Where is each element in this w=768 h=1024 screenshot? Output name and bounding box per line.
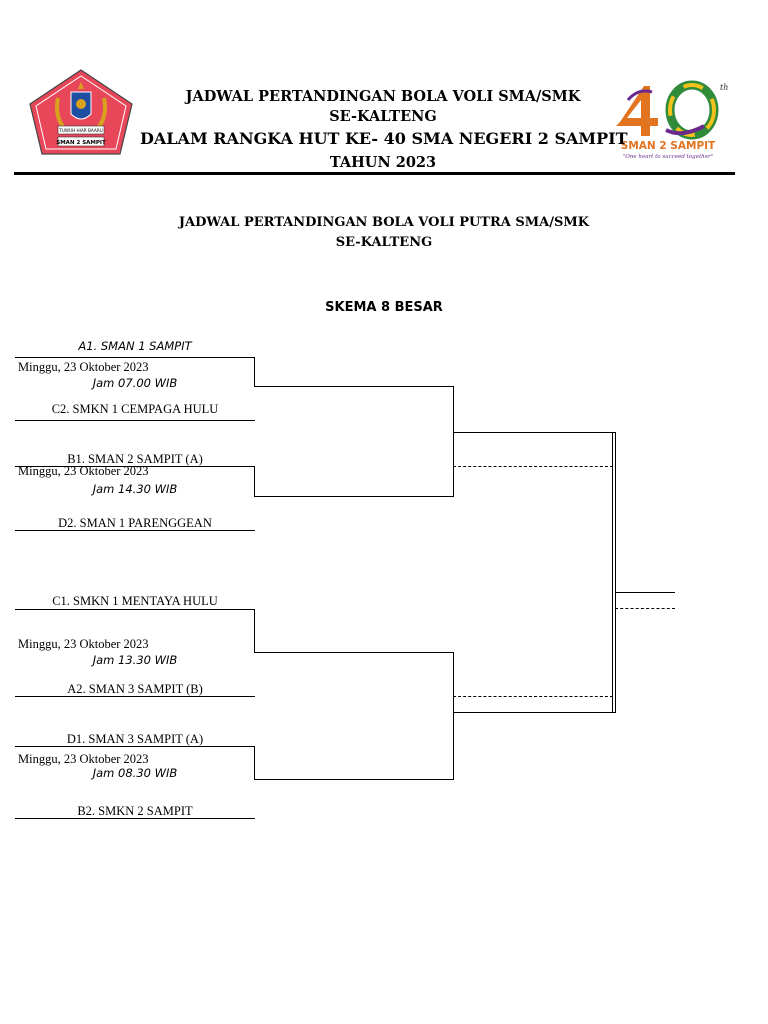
school-emblem-logo: TUWUH HIAR BAARU SMAN 2 SAMPIT [29,69,133,155]
bracket-line [15,420,255,421]
match-2-date: Minggu, 23 Oktober 2023 [18,464,149,478]
bracket-line [15,818,255,819]
bracket-line [453,712,615,713]
anniversary-school-name: SMAN 2 SAMPIT [621,140,716,152]
bracket-line [254,609,255,653]
bracket-line [254,779,454,780]
match-4-date: Minggu, 23 Oktober 2023 [18,752,149,766]
scheme-title: SKEMA 8 BESAR [325,300,443,315]
bracket-line [254,496,454,497]
anniversary-tagline: "One heart to succeed together" [623,154,713,160]
bracket-line [254,357,255,387]
match-1-team-top: A1. SMAN 1 SAMPIT [78,339,192,353]
match-1-date: Minggu, 23 Oktober 2023 [18,360,149,374]
bracket-line [615,432,616,713]
header-line-2: SE-KALTENG [329,108,437,125]
bracket-line [254,746,255,780]
header-line-1: JADWAL PERTANDINGAN BOLA VOLI SMA/SMK [185,88,581,105]
match-4-team-top: D1. SMAN 3 SAMPIT (A) [66,732,204,746]
bracket-line [453,432,615,433]
emblem-ribbon-text: TUWUH HIAR BAARU [58,128,103,133]
match-2-team-bottom: D2. SMAN 1 PARENGGEAN [58,516,212,530]
header-divider [14,172,735,175]
match-4-time: Jam 08.30 WIB [92,766,178,780]
bracket-line [615,608,675,609]
header-line-4: TAHUN 2023 [329,154,437,171]
subtitle-line-2: SE-KALTENG [335,235,433,250]
match-3-time: Jam 13.30 WIB [92,653,178,667]
bracket-line [453,696,613,697]
bracket-line [615,592,675,593]
bracket-line [254,466,255,497]
bracket-line [15,609,255,610]
bracket-line [15,466,255,467]
bracket-line [15,696,255,697]
bracket-line [612,432,613,713]
bracket-line [15,746,255,747]
bracket-line [15,357,255,358]
match-3-team-bottom: A2. SMAN 3 SAMPIT (B) [67,682,203,696]
anniversary-superscript: th [720,83,728,92]
anniversary-40-logo: th SMAN 2 SAMPIT "One heart to succeed t… [616,80,728,160]
match-3-team-top: C1. SMKN 1 MENTAYA HULU [52,594,218,608]
bracket-line [453,652,454,780]
match-2-team-top: B1. SMAN 2 SAMPIT (A) [67,452,203,466]
match-1-team-bottom: C2. SMKN 1 CEMPAGA HULU [51,402,219,416]
match-3-date: Minggu, 23 Oktober 2023 [18,637,149,651]
subtitle-line-1: JADWAL PERTANDINGAN BOLA VOLI PUTRA SMA/… [178,215,590,230]
bracket-line [453,466,613,467]
match-1-time: Jam 07.00 WIB [92,376,178,390]
bracket-line [254,386,454,387]
bracket-line [453,386,454,497]
bracket-line [254,652,454,653]
match-2-time: Jam 14.30 WIB [92,482,178,496]
header-line-3: DALAM RANGKA HUT KE- 40 SMA NEGERI 2 SAM… [140,129,628,148]
emblem-plate-text: SMAN 2 SAMPIT [56,140,106,146]
match-4-team-bottom: B2. SMKN 2 SAMPIT [77,804,193,818]
bracket-line [15,530,255,531]
